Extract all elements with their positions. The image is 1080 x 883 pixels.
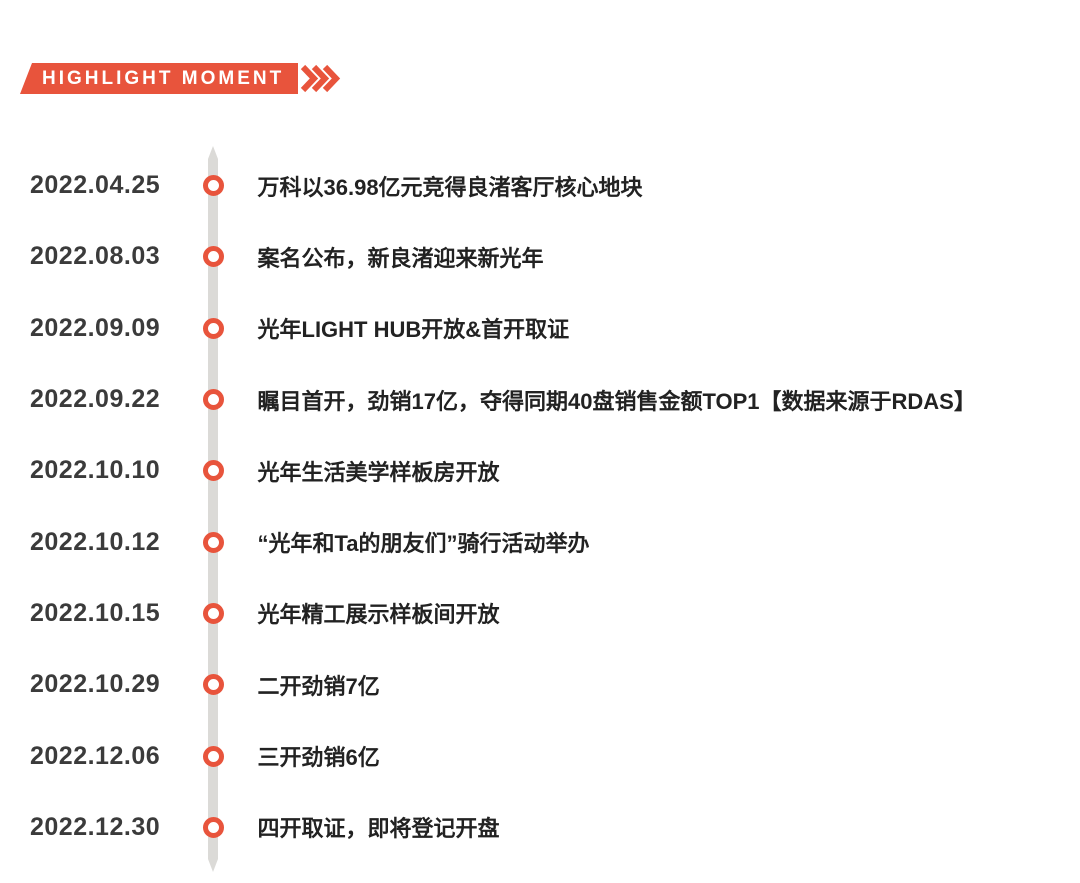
timeline-item: 2022.12.06 三开劲销6亿 (0, 720, 1080, 791)
timeline-date: 2022.10.10 (30, 456, 161, 485)
timeline-item: 2022.10.10 光年生活美学样板房开放 (0, 435, 1080, 506)
timeline-marker-icon (202, 745, 224, 767)
header: HIGHLIGHT MOMENT (20, 63, 342, 94)
timeline-date: 2022.04.25 (30, 171, 161, 200)
timeline-marker-icon (202, 389, 224, 411)
timeline-marker-icon (202, 175, 224, 197)
timeline-list: 2022.04.25 万科以36.98亿元竞得良渚客厅核心地块 2022.08.… (0, 150, 1080, 863)
timeline-item: 2022.10.15 光年精工展示样板间开放 (0, 578, 1080, 649)
timeline-event-text: 三开劲销6亿 (257, 745, 380, 771)
timeline-item: 2022.09.22 瞩目首开，劲销17亿，夺得同期40盘销售金额TOP1【数据… (0, 364, 1080, 435)
timeline-marker-icon (202, 816, 224, 838)
timeline-date: 2022.10.15 (30, 598, 161, 627)
timeline-event-text: 瞩目首开，劲销17亿，夺得同期40盘销售金额TOP1【数据来源于RDAS】 (257, 388, 976, 414)
timeline-event-text: 案名公布，新良渚迎来新光年 (257, 245, 544, 271)
timeline-line (208, 146, 218, 872)
timeline-date: 2022.10.29 (30, 670, 161, 699)
timeline-event-text: 光年LIGHT HUB开放&首开取证 (257, 317, 570, 343)
timeline-event-text: 万科以36.98亿元竞得良渚客厅核心地块 (257, 174, 643, 200)
timeline-date: 2022.08.03 (30, 242, 161, 271)
timeline-date: 2022.09.22 (30, 385, 161, 414)
timeline-event-text: 四开取证，即将登记开盘 (257, 816, 500, 842)
timeline-event-text: “光年和Ta的朋友们”骑行活动举办 (257, 531, 590, 557)
triple-chevron-right-icon (301, 64, 341, 93)
header-ribbon: HIGHLIGHT MOMENT (20, 63, 299, 94)
timeline-item: 2022.09.09 光年LIGHT HUB开放&首开取证 (0, 293, 1080, 364)
timeline-item: 2022.10.29 二开劲销7亿 (0, 649, 1080, 720)
timeline-item: 2022.10.12 “光年和Ta的朋友们”骑行活动举办 (0, 506, 1080, 577)
timeline-date: 2022.12.30 (30, 812, 161, 841)
timeline-date: 2022.09.09 (30, 313, 161, 342)
timeline-date: 2022.10.12 (30, 527, 161, 556)
timeline-event-text: 二开劲销7亿 (257, 673, 380, 699)
timeline-marker-icon (202, 674, 224, 696)
timeline-marker-icon (202, 602, 224, 624)
timeline-marker-icon (202, 246, 224, 268)
timeline-event-text: 光年精工展示样板间开放 (257, 602, 500, 628)
timeline-item: 2022.12.30 四开取证，即将登记开盘 (0, 792, 1080, 863)
timeline-item: 2022.04.25 万科以36.98亿元竞得良渚客厅核心地块 (0, 150, 1080, 221)
timeline-marker-icon (202, 531, 224, 553)
timeline-event-text: 光年生活美学样板房开放 (257, 459, 500, 485)
timeline-item: 2022.08.03 案名公布，新良渚迎来新光年 (0, 221, 1080, 292)
timeline-marker-icon (202, 317, 224, 339)
timeline-date: 2022.12.06 (30, 741, 161, 770)
header-title: HIGHLIGHT MOMENT (42, 68, 285, 89)
timeline-marker-icon (202, 460, 224, 482)
